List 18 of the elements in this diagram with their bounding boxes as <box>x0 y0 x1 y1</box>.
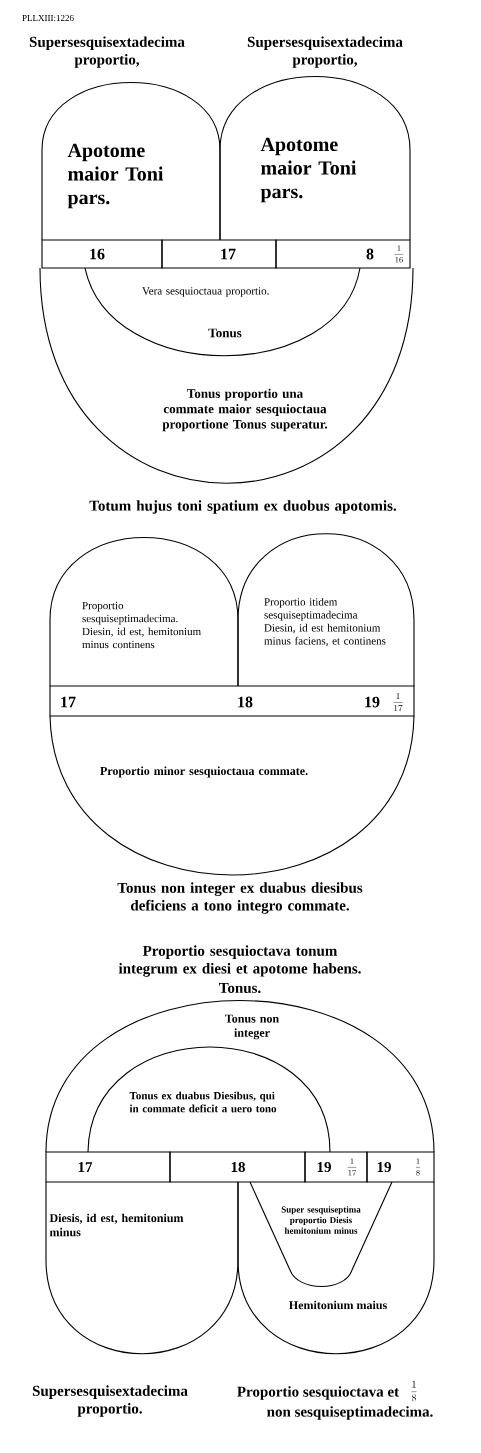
heading: Supersesquisextadecima proportio, <box>29 36 185 68</box>
caption: Proportio sesquioctava et <box>237 1386 399 1400</box>
heading: Tonus. <box>219 983 261 994</box>
fraction: $\frac{1}{8}$ <box>415 1158 421 1176</box>
number-cell: 17 <box>161 239 277 269</box>
number-cell: 16 <box>41 239 163 269</box>
heading: Proportio sesquioctava tonum integrum ex diesi et apotome habens. <box>118 945 361 977</box>
number-cell: 17 <box>45 1151 171 1183</box>
fraction: $\frac{1}{17}$ <box>347 1158 357 1176</box>
fraction: $\frac{1}{16}$ <box>394 245 404 263</box>
caption: Supersesquisextadecima proportio. <box>32 1385 188 1417</box>
number-cell: 18 <box>169 1151 306 1183</box>
heading: Supersesquisextadecima proportio, <box>247 36 403 68</box>
fraction: $\frac{1}{17}$ <box>393 692 403 712</box>
caption: Totum hujus toni spatium ex duobus apotomis. <box>89 500 396 514</box>
source-reference: PLLXIII:1226 <box>22 14 74 22</box>
fraction: $\frac{1}{8}$ <box>411 1380 417 1402</box>
caption: non sesquiseptimadecima. <box>267 1406 433 1420</box>
